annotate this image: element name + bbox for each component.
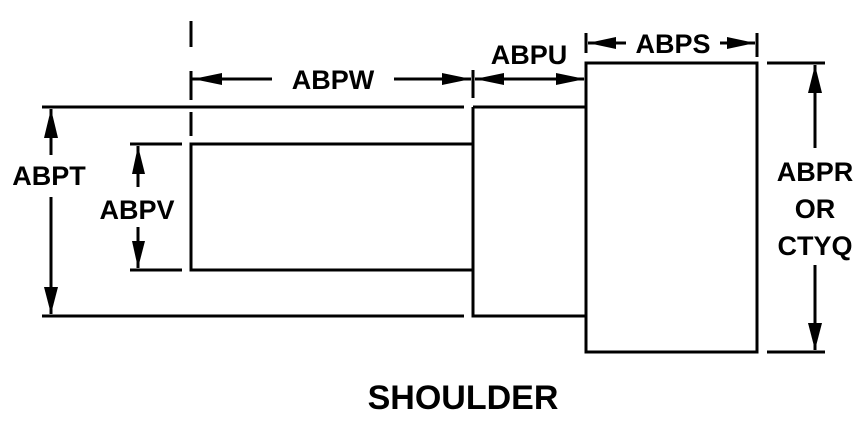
- dimension-abpv: ABPV: [99, 146, 175, 268]
- label-ctyq: CTYQ: [777, 231, 852, 261]
- label-or: OR: [795, 194, 836, 224]
- arrow-right-icon: [556, 73, 585, 85]
- label-abpw: ABPW: [292, 65, 375, 95]
- head-rect: [584, 61, 759, 354]
- dimension-abpr: ABPR OR CTYQ: [777, 65, 854, 350]
- arrow-up-icon: [44, 109, 58, 138]
- arrow-down-icon: [808, 323, 822, 350]
- arrow-up-icon: [132, 146, 145, 174]
- diagram-title: SHOULDER: [368, 379, 559, 417]
- arrow-down-icon: [44, 287, 58, 314]
- label-abpt: ABPT: [12, 161, 86, 191]
- label-abpr: ABPR: [777, 157, 854, 187]
- label-abpv: ABPV: [99, 195, 174, 225]
- dimension-abpw: ABPW: [192, 65, 471, 95]
- arrow-down-icon: [132, 241, 145, 268]
- arrow-left-icon: [475, 73, 504, 85]
- part-outline: [42, 33, 825, 354]
- arrow-left-icon: [588, 37, 616, 49]
- dimension-abpt: ABPT: [12, 109, 86, 314]
- shaft-outline: [189, 142, 473, 272]
- arrow-right-icon: [442, 73, 471, 85]
- label-abps: ABPS: [635, 29, 710, 59]
- dimension-abpu: ABPU: [475, 40, 585, 85]
- arrow-right-icon: [727, 37, 755, 49]
- shoulder-neck: [471, 107, 586, 318]
- arrow-up-icon: [808, 65, 822, 93]
- dimension-abps: ABPS: [588, 29, 755, 59]
- arrow-left-icon: [193, 73, 222, 85]
- label-abpu: ABPU: [491, 40, 568, 70]
